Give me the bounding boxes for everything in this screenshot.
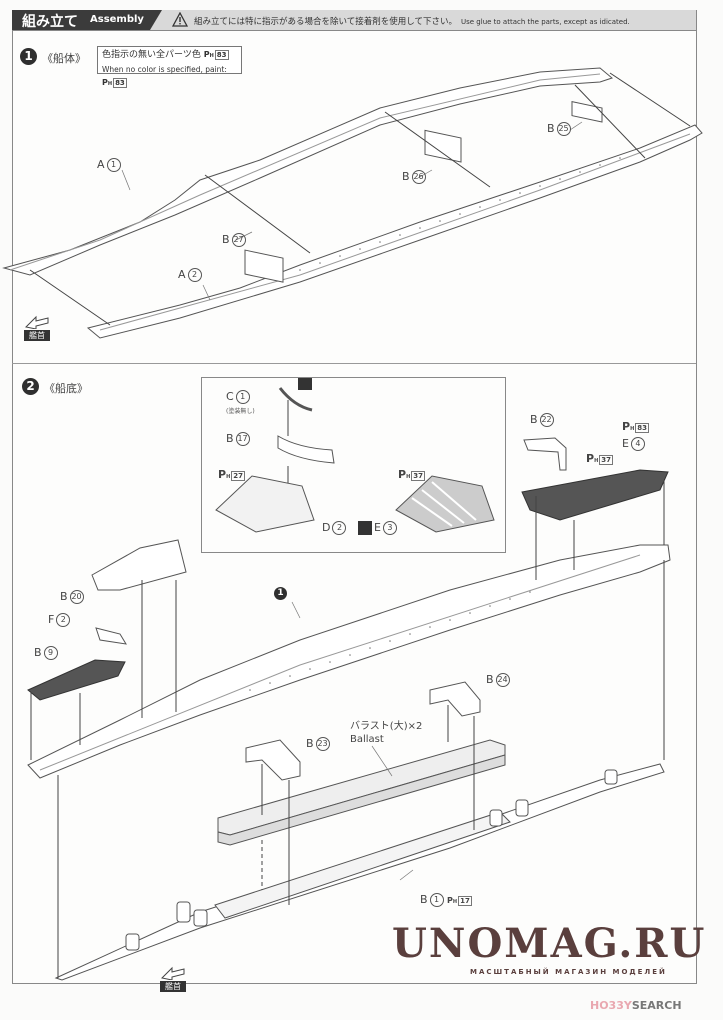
glue-note-en: Use glue to attach the parts, except as … (461, 18, 630, 26)
ref-step-1-badge: 1 (274, 587, 287, 600)
ballast-label-jp: バラスト(大)×2 (350, 721, 423, 732)
assembled-hull (27, 544, 671, 779)
bow-arrow-icon (160, 966, 185, 981)
no-paint-icon (298, 378, 312, 390)
hull-portholes (299, 157, 621, 271)
part-b24 (429, 681, 481, 717)
assembly-arrows (30, 480, 665, 978)
bow-top-part (91, 539, 187, 591)
bow-arrow-icon (24, 315, 49, 330)
assembly-arrows (29, 72, 691, 326)
part-b23 (245, 739, 301, 781)
bow-deck-b9 (27, 659, 126, 701)
step-1-number: 1 (20, 48, 37, 65)
section-title: 組み立て Assembly (12, 10, 162, 30)
step-1-label: 《船体》 (42, 52, 86, 65)
swap-icon (358, 521, 372, 535)
ballast-label: バラスト(大)×2 Ballast (350, 720, 422, 746)
bow-direction-marker: 艦首 (160, 964, 186, 992)
bow-label: 艦首 (160, 981, 186, 992)
glue-note-jp: 組み立てには特に指示がある場合を除いて接着剤を使用して下さい。 (194, 17, 457, 27)
ballast (217, 739, 506, 846)
bow-label: 艦首 (24, 330, 50, 341)
bulkhead-b25 (571, 100, 603, 123)
part-b20 (95, 627, 127, 645)
hull-half-a2 (86, 124, 703, 339)
step-2-number: 2 (22, 378, 39, 395)
glue-note: 組み立てには特に指示がある場合を除いて接着剤を使用して下さい。 Use glue … (194, 15, 630, 27)
bulkhead-b26 (424, 129, 462, 163)
bulkhead-b27 (244, 249, 284, 283)
section-title-jp: 組み立て (22, 14, 78, 30)
step-divider (12, 363, 696, 364)
watermark-logo: UNOMAG.RU (392, 920, 707, 967)
inset-drawing (215, 378, 495, 535)
hull-half-a1 (2, 67, 614, 276)
section-title-en: Assembly (90, 14, 144, 25)
leader-lines (291, 601, 414, 881)
bow-direction-marker: 艦首 (24, 313, 50, 341)
c1-no-paint-note: (塗装無し) (226, 408, 255, 415)
ballast-label-en: Ballast (350, 734, 384, 745)
step-2-label: 《船底》 (44, 382, 88, 395)
header-bar: 組み立て Assembly 組み立てには特に指示がある場合を除いて接着剤を使用し… (12, 10, 696, 31)
color-note-jp: 色指示の無い全パーツ色 (102, 50, 201, 60)
watermark-subtitle: МАСШТАБНЫЙ МАГАЗИН МОДЕЛЕЙ (470, 968, 667, 976)
hobbysearch-logo: HO33YSEARCH (590, 999, 682, 1012)
color-note-en: When no color is specified, paint: (102, 65, 227, 74)
stern-deck-e4 (521, 469, 669, 521)
part-b22 (523, 437, 567, 471)
warning-icon (172, 12, 188, 27)
hull-portholes (249, 591, 531, 691)
